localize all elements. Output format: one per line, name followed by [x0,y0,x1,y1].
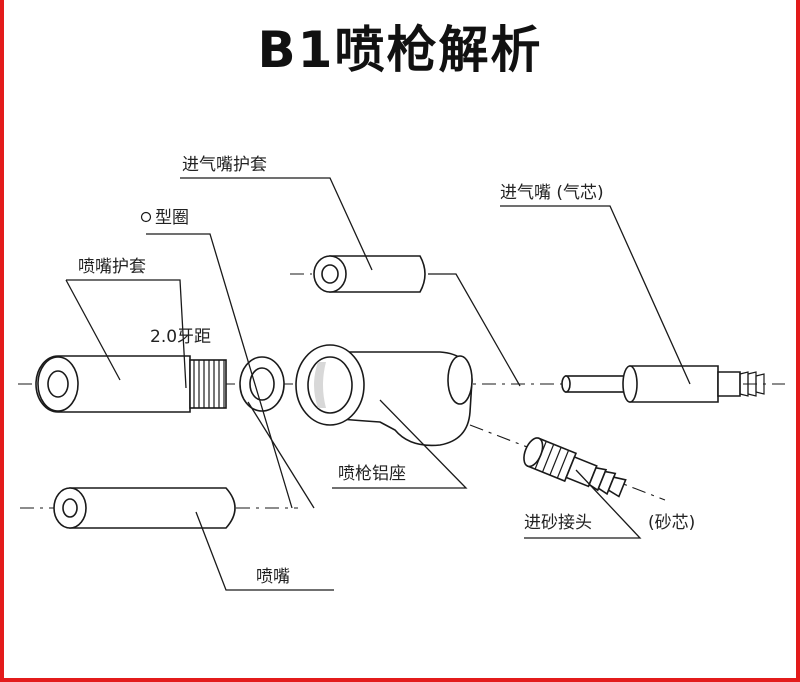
label-thread-pitch: 2.0牙距 [150,327,211,347]
leader-guard-to-base [428,273,521,387]
oring-symbol [140,211,152,223]
leader-oring [146,233,293,509]
leader-inlet-nozzle [500,205,691,385]
leader-lines [65,177,691,591]
label-nozzle: 喷嘴 [256,567,290,587]
thread-section [189,359,227,409]
inlet-nozzle-part [561,365,765,403]
label-sand-inlet: 进砂接头 [524,513,592,533]
thread-lines [193,360,225,408]
page-title: B1喷枪解析 [257,21,543,79]
leader-nozzle [195,511,334,591]
leader-oring-lower [247,401,315,509]
leader-inlet-guard [180,177,373,271]
sand-inlet-part [523,437,627,498]
sand-axis-line [469,424,666,501]
nozzle-part [53,487,236,529]
leader-sand-inlet [524,469,642,539]
label-sand-core: (砂芯) [648,513,695,533]
inlet-guard-part [313,255,426,293]
label-gun-base: 喷枪铝座 [338,464,406,484]
label-inlet-nozzle: 进气嘴 (气芯) [500,183,604,203]
leader-nozzle-guard [65,279,121,381]
nozzle-guard-part [35,355,227,413]
label-oring: 型圈 [155,208,189,228]
label-nozzle-guard: 喷嘴护套 [78,257,146,277]
leader-nozzle-guard-line [66,279,187,389]
gun-base-part [295,344,473,447]
oring-part [239,356,285,412]
label-inlet-guard: 进气嘴护套 [182,155,267,175]
leader-gun-base [332,399,468,489]
inlet-barb-lines [739,371,765,397]
